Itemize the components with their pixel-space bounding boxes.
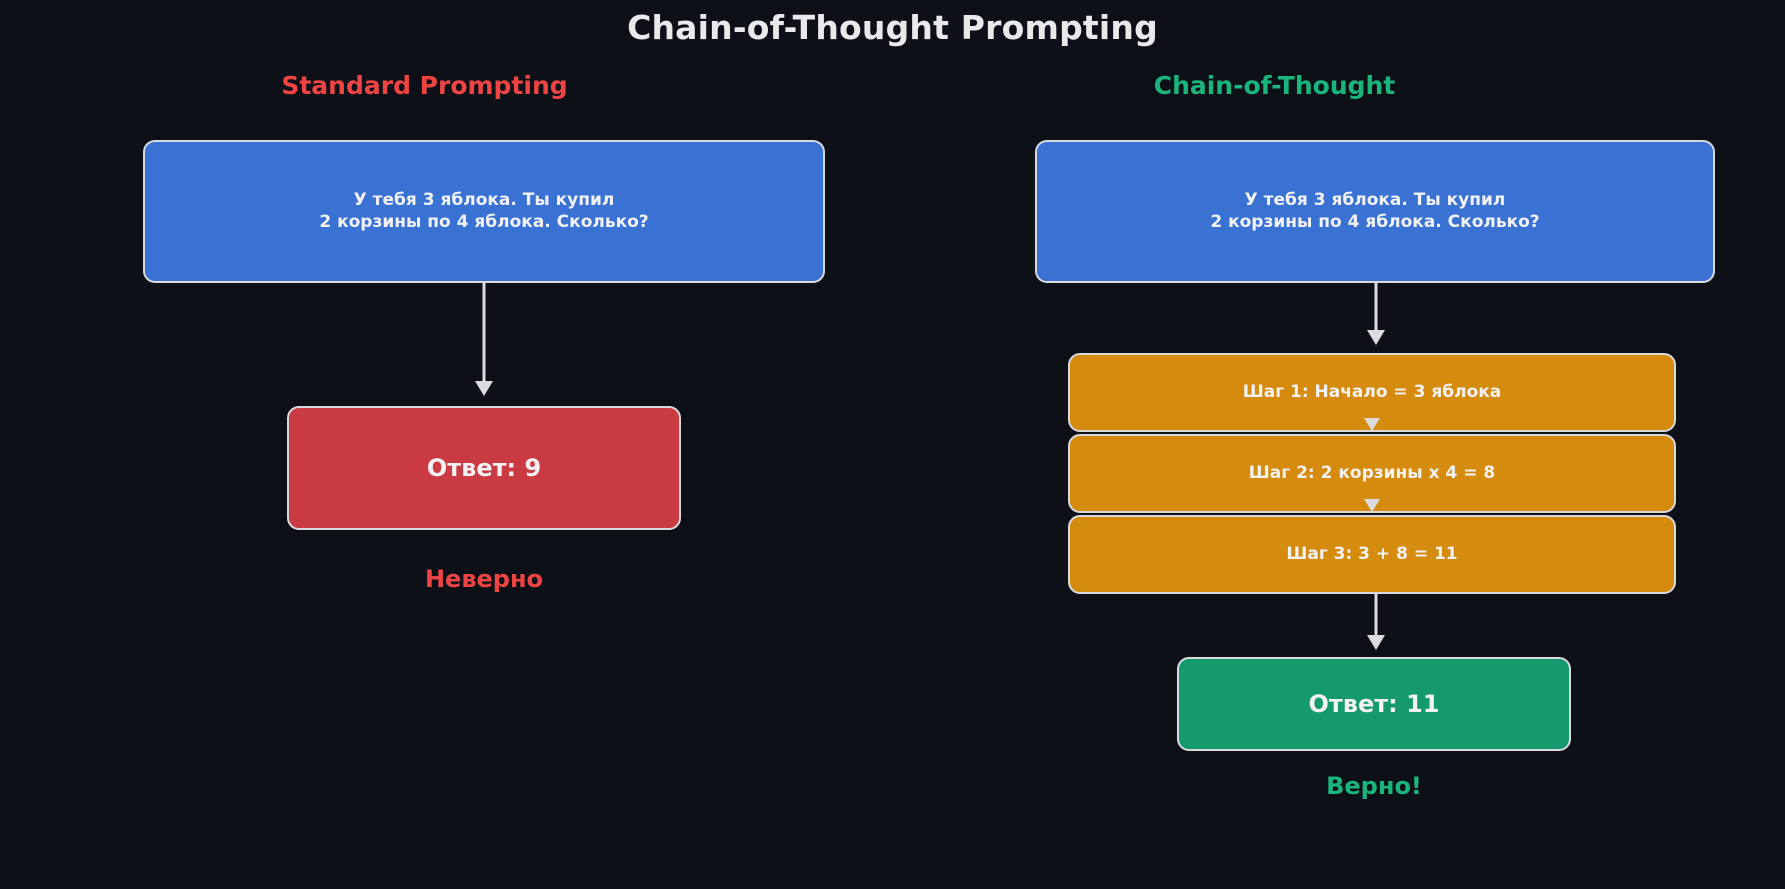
left-prompt-line-2: 2 корзины по 4 яблока. Сколько? <box>319 211 649 232</box>
right-prompt-line-2: 2 корзины по 4 яблока. Сколько? <box>1210 211 1540 232</box>
column-heading-standard-prompting: Standard Prompting <box>281 71 568 100</box>
arrow-shaft <box>482 283 486 383</box>
right-prompt-text: У тебя 3 яблока. Ты купил 2 корзины по 4… <box>1210 190 1539 234</box>
left-answer-box: Ответ: 9 <box>287 406 681 530</box>
right-flow-arrow-to-steps <box>1366 283 1386 345</box>
arrowhead-down-icon <box>475 381 493 396</box>
column-heading-chain-of-thought: Chain-of-Thought <box>1153 71 1396 100</box>
arrow-shaft <box>1374 594 1378 637</box>
left-prompt-text: У тебя 3 яблока. Ты купил 2 корзины по 4… <box>319 190 648 234</box>
left-prompt-line-1: У тебя 3 яблока. Ты купил <box>353 189 615 210</box>
right-verdict-label: Верно! <box>1326 772 1422 800</box>
left-verdict-label: Неверно <box>424 565 544 593</box>
right-prompt-box: У тебя 3 яблока. Ты купил 2 корзины по 4… <box>1035 140 1715 283</box>
right-prompt-line-1: У тебя 3 яблока. Ты купил <box>1244 189 1506 210</box>
left-flow-arrow <box>474 283 494 396</box>
right-flow-arrow-to-answer <box>1366 594 1386 650</box>
arrowhead-down-icon <box>1367 330 1385 345</box>
chevron-down-icon-step-2-to-3 <box>1364 499 1380 512</box>
chevron-down-icon-step-1-to-2 <box>1364 418 1380 431</box>
arrowhead-down-icon <box>1367 635 1385 650</box>
step-box-3: Шаг 3: 3 + 8 = 11 <box>1068 515 1676 594</box>
arrow-shaft <box>1374 283 1378 332</box>
left-prompt-box: У тебя 3 яблока. Ты купил 2 корзины по 4… <box>143 140 825 283</box>
page-title: Chain-of-Thought Prompting <box>627 8 1158 47</box>
right-answer-box: Ответ: 11 <box>1177 657 1571 751</box>
